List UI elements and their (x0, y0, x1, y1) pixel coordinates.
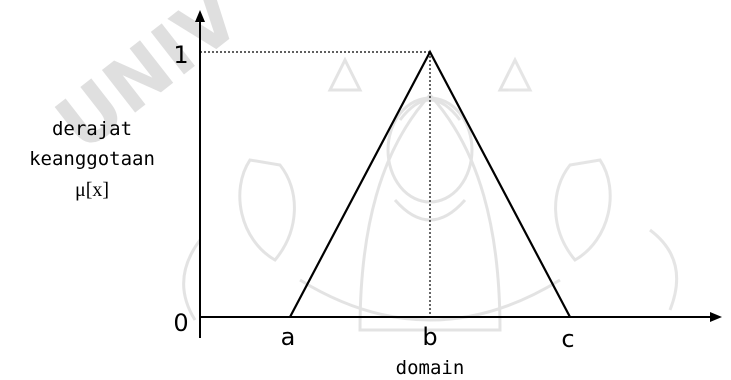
y-axis-label-line2: keanggotaan (29, 148, 155, 170)
y-tick-0: 0 (173, 309, 188, 337)
x-point-c: c (561, 325, 574, 353)
x-point-a: a (281, 323, 296, 351)
y-tick-1: 1 (173, 41, 188, 69)
y-axis-label-line3: μ[x] (75, 179, 109, 201)
x-axis-label: domain (396, 357, 465, 379)
membership-triangle (289, 49, 571, 318)
y-axis-arrowhead (195, 10, 205, 22)
y-axis-label-line1: derajat (52, 118, 132, 140)
x-axis-arrowhead (710, 312, 722, 322)
x-point-b: b (422, 323, 437, 351)
watermark-text: UNIV (41, 0, 257, 168)
